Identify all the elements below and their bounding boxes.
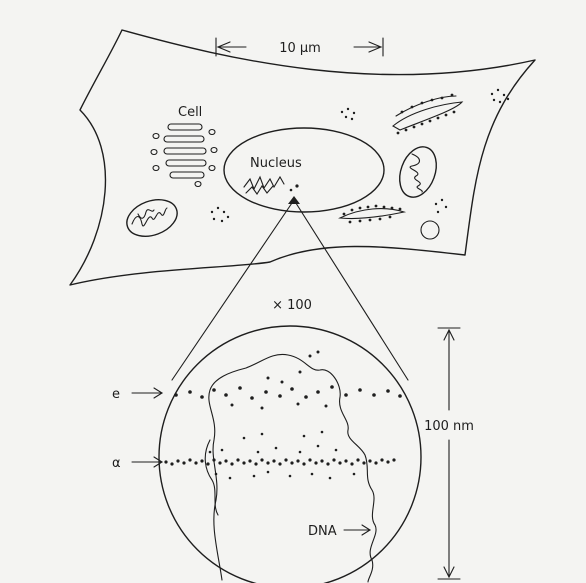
e-marker-label: e	[112, 387, 120, 402]
dna-arrow	[344, 525, 370, 535]
e-marker-arrow	[132, 388, 162, 398]
rough-er-lower	[340, 205, 404, 224]
cell-label: Cell	[178, 105, 202, 120]
cell-membrane	[70, 30, 535, 285]
alpha-marker-arrow	[132, 457, 162, 467]
vacuole	[421, 221, 439, 239]
side-scale-bar	[438, 328, 460, 579]
nucleus-label: Nucleus	[250, 156, 302, 171]
chromatin-patch	[244, 177, 299, 194]
rough-er-upper	[393, 94, 462, 135]
scale-label-10um: 10 µm	[279, 41, 321, 56]
e-dot-row	[174, 351, 402, 410]
magnification-label: × 100	[272, 298, 312, 313]
golgi-apparatus	[151, 124, 217, 187]
nucleus	[224, 128, 384, 212]
dna-label: DNA	[308, 524, 337, 539]
mitochondrion-left	[122, 193, 182, 243]
scale-label-100nm: 100 nm	[424, 419, 474, 434]
mitochondrion-right	[393, 142, 443, 202]
magnification-cone	[172, 196, 408, 380]
alpha-dot-row	[164, 431, 395, 480]
alpha-marker-label: α	[112, 456, 121, 471]
enlarged-view	[159, 326, 421, 583]
